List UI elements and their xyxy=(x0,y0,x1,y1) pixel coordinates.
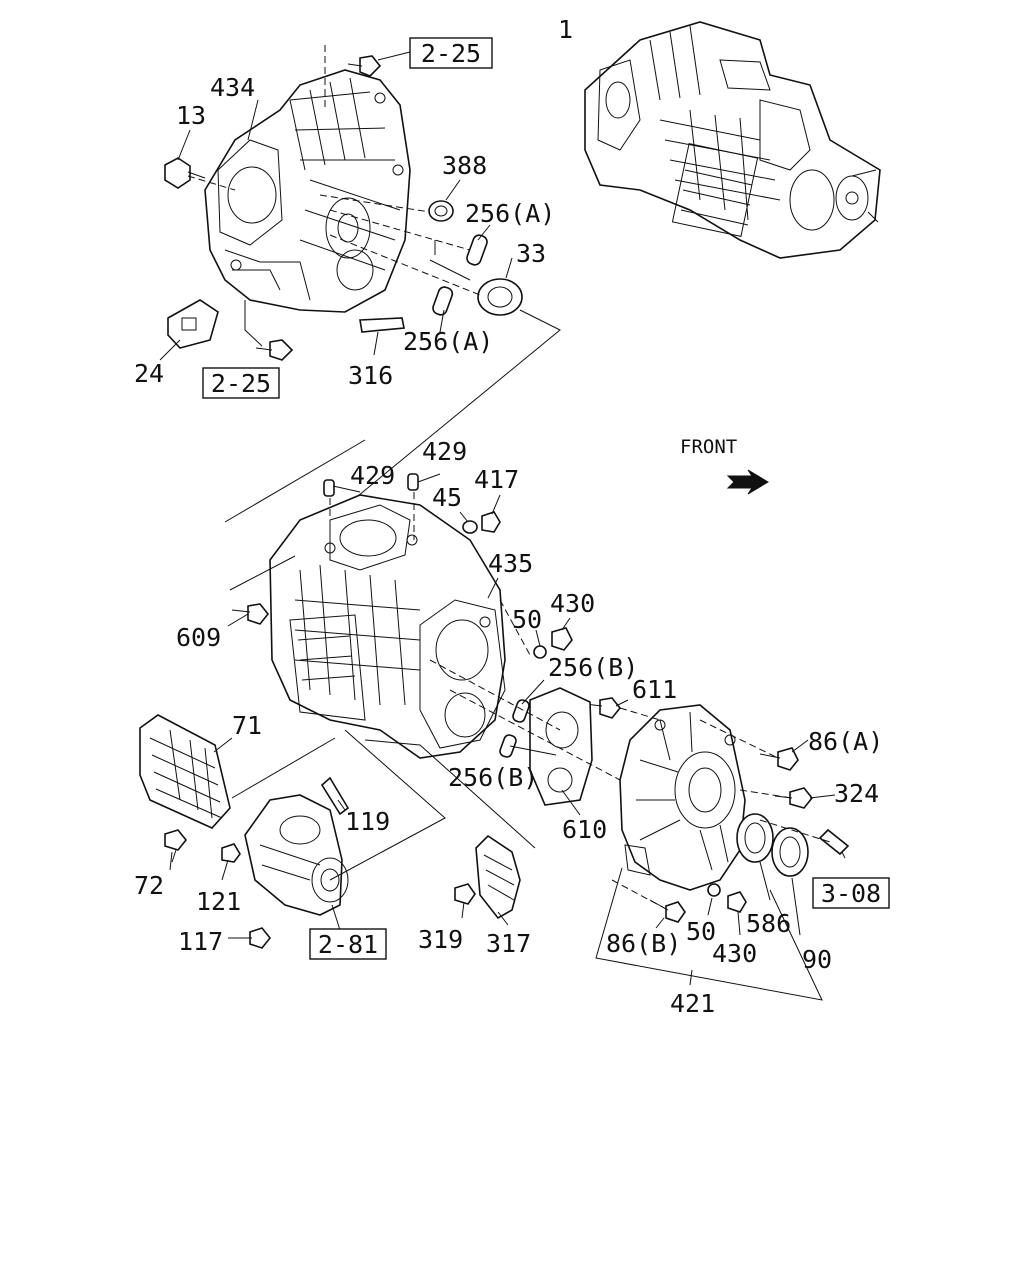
bolt-609 xyxy=(231,603,270,625)
label-316: 316 xyxy=(348,361,393,390)
ref-box-225-bottom[interactable]: 2-25 xyxy=(202,367,280,399)
label-33: 33 xyxy=(516,239,546,268)
label-90: 90 xyxy=(802,945,832,974)
bolt-13 xyxy=(164,157,206,189)
svg-text:2-25: 2-25 xyxy=(421,39,481,68)
bolt-225-bottom xyxy=(255,339,294,361)
label-434: 434 xyxy=(210,73,255,102)
gasket-610 xyxy=(529,687,593,806)
pin-256a-lower xyxy=(432,286,454,316)
ring-45 xyxy=(462,520,478,534)
pin-256b-a xyxy=(512,699,530,723)
label-586: 586 xyxy=(746,909,791,938)
cover-24 xyxy=(167,299,219,349)
label-319: 319 xyxy=(418,925,463,954)
ref-box-281[interactable]: 2-81 xyxy=(309,928,387,960)
label-429-left: 429 xyxy=(350,461,395,490)
plug-417 xyxy=(481,511,501,533)
cover-71 xyxy=(139,714,231,829)
front-arrow xyxy=(726,469,769,495)
label-256b-lower: 256(B) xyxy=(448,763,538,792)
label-609: 609 xyxy=(176,623,221,652)
bolt-225-top xyxy=(347,55,382,77)
label-256a-upper: 256(A) xyxy=(465,199,555,228)
pin-429-b xyxy=(407,473,419,491)
label-417: 417 xyxy=(474,465,519,494)
bolt-117 xyxy=(228,927,272,949)
plug-430-upper xyxy=(551,627,573,651)
label-72: 72 xyxy=(134,871,164,900)
label-324: 324 xyxy=(834,779,879,808)
label-121: 121 xyxy=(196,887,241,916)
label-50-upper: 50 xyxy=(512,605,542,634)
label-45: 45 xyxy=(432,483,462,512)
label-317: 317 xyxy=(486,929,531,958)
label-117: 117 xyxy=(178,927,223,956)
ring-50-lower xyxy=(707,883,721,897)
pto-unit xyxy=(244,794,349,916)
label-71: 71 xyxy=(232,711,262,740)
svg-text:2-81: 2-81 xyxy=(318,930,378,959)
label-119: 119 xyxy=(345,807,390,836)
stud-308 xyxy=(818,828,850,856)
label-611: 611 xyxy=(632,675,677,704)
bushing-388 xyxy=(428,200,454,222)
ref-box-308[interactable]: 3-08 xyxy=(812,877,890,909)
nut-121 xyxy=(221,843,241,863)
pin-256b-b xyxy=(499,734,517,758)
label-1: 1 xyxy=(558,15,573,44)
extension-housing-421 xyxy=(619,704,746,891)
plate-317 xyxy=(475,834,521,920)
label-86a: 86(A) xyxy=(808,727,883,756)
label-256a-lower: 256(A) xyxy=(403,327,493,356)
transmission-assembly xyxy=(584,21,881,259)
label-50-lower: 50 xyxy=(686,917,716,946)
front-label: FRONT xyxy=(680,436,737,458)
svg-text:2-25: 2-25 xyxy=(211,369,271,398)
bolt-611 xyxy=(584,697,622,719)
clutch-housing-434 xyxy=(204,69,411,313)
pin-429-a xyxy=(323,479,335,497)
pin-256a-upper xyxy=(466,234,488,266)
label-24: 24 xyxy=(134,359,164,388)
ring-50-upper xyxy=(533,645,547,659)
plug-430-lower xyxy=(727,891,747,913)
bolt-319 xyxy=(454,883,476,905)
label-421: 421 xyxy=(670,989,715,1018)
nut-324 xyxy=(774,787,814,809)
label-388: 388 xyxy=(442,151,487,180)
label-435: 435 xyxy=(488,549,533,578)
label-256b-upper: 256(B) xyxy=(548,653,638,682)
label-430-upper: 430 xyxy=(550,589,595,618)
label-429-right: 429 xyxy=(422,437,467,466)
label-86b: 86(B) xyxy=(606,929,681,958)
oil-seal-33 xyxy=(477,278,523,316)
seal-586 xyxy=(736,813,774,863)
svg-text:3-08: 3-08 xyxy=(821,879,881,908)
bolt-86a xyxy=(759,747,799,771)
label-610: 610 xyxy=(562,815,607,844)
ref-box-225-top[interactable]: 2-25 xyxy=(409,37,493,69)
label-13: 13 xyxy=(176,101,206,130)
seal-90 xyxy=(771,827,809,877)
bolt-72 xyxy=(164,829,188,863)
plate-316 xyxy=(359,317,405,333)
label-430-lower: 430 xyxy=(712,939,757,968)
bolt-86b xyxy=(649,899,686,923)
transmission-case-435 xyxy=(269,494,506,759)
